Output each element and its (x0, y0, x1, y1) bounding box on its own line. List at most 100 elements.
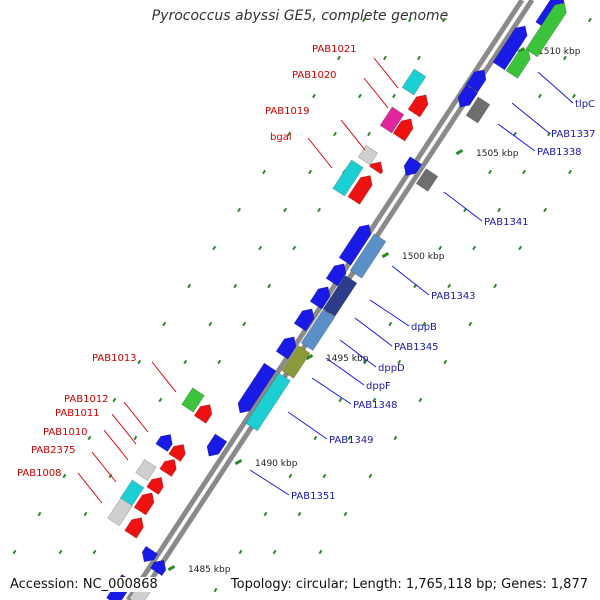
accession-label: Accession: NC_000868 (8, 577, 160, 592)
gene-label-left[interactable]: PAB2375 (31, 445, 76, 456)
leader-line (111, 413, 137, 445)
gene-feature[interactable] (234, 362, 277, 417)
gene-feature[interactable] (322, 275, 358, 317)
gene-feature[interactable] (181, 387, 205, 413)
track-dot (212, 245, 217, 251)
gene-label-left[interactable]: PAB1012 (64, 394, 109, 405)
gene-feature[interactable] (124, 514, 148, 539)
gene-feature[interactable] (203, 433, 228, 460)
gene-label-right[interactable]: PAB1343 (431, 291, 476, 302)
gene-feature[interactable] (505, 46, 534, 79)
gene-label-left[interactable]: PAB1011 (55, 408, 100, 419)
gene-feature[interactable] (149, 556, 169, 577)
gene-feature[interactable] (415, 168, 439, 192)
track-dot (317, 207, 322, 213)
track-dot (233, 283, 238, 289)
track-dot (447, 283, 452, 289)
track-dot (133, 435, 138, 441)
gene-feature[interactable] (245, 372, 291, 432)
track-dot (183, 359, 188, 365)
gene-feature[interactable] (400, 156, 423, 180)
gene-label-left[interactable]: PAB1008 (17, 468, 62, 479)
gene-feature[interactable] (379, 106, 405, 134)
gene-label-left[interactable]: PAB1021 (312, 44, 357, 55)
track-dot (522, 169, 526, 175)
gene-feature[interactable] (309, 283, 334, 310)
track-dot (137, 359, 142, 365)
track-dot (343, 511, 348, 517)
track-dot (158, 397, 163, 403)
gene-feature[interactable] (135, 459, 157, 481)
gene-feature[interactable] (155, 430, 176, 452)
gene-label-left[interactable]: PAB1010 (43, 427, 88, 438)
leader-line (287, 411, 328, 440)
map-title: Pyrococcus abyssi GE5, complete genome (151, 8, 449, 24)
gene-feature[interactable] (159, 455, 180, 477)
genome-summary: Topology: circular; Length: 1,765,118 bp… (228, 577, 590, 592)
gene-feature[interactable] (357, 144, 379, 166)
leader-line (307, 137, 333, 169)
track-dot (87, 435, 92, 441)
track-dot (217, 359, 222, 365)
leader-line (497, 123, 536, 152)
gene-label-right[interactable]: PAB1345 (394, 342, 439, 353)
leader-line (339, 339, 377, 368)
gene-feature[interactable] (107, 497, 133, 527)
gene-label-right[interactable]: PAB1337 (551, 129, 596, 140)
scale-label: 1495 kbp (326, 354, 369, 364)
gene-feature[interactable] (349, 233, 387, 279)
gene-feature[interactable] (146, 473, 167, 495)
track-dot (318, 549, 323, 555)
gene-label-right[interactable]: PAB1338 (537, 147, 582, 158)
track-dot (441, 17, 446, 23)
gene-feature[interactable] (525, 0, 571, 58)
gene-label-right[interactable]: PAB1349 (329, 435, 374, 446)
gene-label-left[interactable]: PAB1019 (265, 106, 310, 117)
track-dot (312, 93, 316, 99)
gene-feature[interactable] (401, 68, 427, 96)
gene-feature[interactable] (454, 84, 479, 111)
track-dot (283, 207, 288, 213)
gene-label-right[interactable]: PAB1348 (353, 400, 398, 411)
gene-feature[interactable] (347, 172, 376, 205)
gene-feature[interactable] (392, 115, 417, 142)
leader-line (77, 472, 103, 504)
gene-feature[interactable] (281, 345, 311, 379)
gene-label-right[interactable]: dppD (378, 363, 405, 374)
track-dot (388, 321, 393, 327)
gene-feature[interactable] (492, 22, 531, 71)
track-dot (308, 169, 312, 175)
gene-label-right[interactable]: PAB1341 (484, 217, 529, 228)
gene-feature[interactable] (275, 333, 300, 360)
gene-label-right[interactable]: dppF (366, 381, 391, 392)
leader-line (537, 71, 574, 104)
track-dot (372, 397, 377, 403)
gene-feature[interactable] (300, 309, 336, 351)
gene-label-left[interactable]: bgal (270, 132, 292, 143)
track-dot (237, 207, 242, 213)
gene-feature[interactable] (332, 159, 364, 197)
gene-feature[interactable] (407, 91, 432, 118)
gene-label-right[interactable]: dppB (411, 322, 437, 333)
gene-label-right[interactable]: tlpC (575, 99, 595, 110)
gene-feature[interactable] (138, 545, 159, 565)
scale-tick (455, 149, 464, 156)
gene-feature[interactable] (465, 96, 491, 124)
track-dot (418, 397, 423, 403)
gene-feature[interactable] (338, 221, 375, 266)
track-dot (322, 473, 327, 479)
gene-feature[interactable] (325, 260, 350, 287)
gene-label-right[interactable]: PAB1351 (291, 491, 336, 502)
gene-feature[interactable] (293, 305, 318, 332)
gene-feature[interactable] (465, 66, 490, 93)
track-dot (518, 245, 523, 251)
gene-feature[interactable] (133, 489, 158, 516)
gene-feature[interactable] (368, 158, 386, 175)
gene-feature[interactable] (193, 401, 216, 424)
gene-label-left[interactable]: PAB1013 (92, 353, 137, 364)
gene-label-left[interactable]: PAB1020 (292, 70, 337, 81)
track-dot (393, 435, 398, 441)
track-dot (397, 359, 402, 365)
gene-feature[interactable] (168, 440, 189, 462)
